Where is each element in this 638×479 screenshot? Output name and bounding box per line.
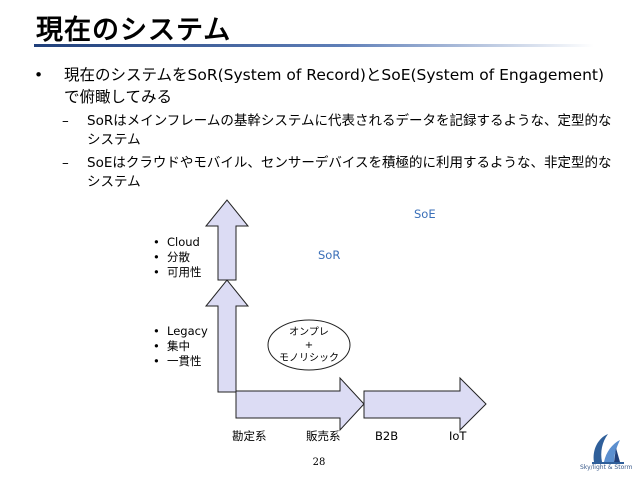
list-item: •Cloud	[153, 235, 200, 249]
bullet-list: • 現在のシステムをSoR(System of Record)とSoE(Syst…	[34, 64, 614, 192]
onpremise-label: オンプレ + モノリシック	[279, 326, 339, 364]
x-label-iot: IoT	[449, 429, 467, 443]
company-logo-icon	[592, 434, 624, 464]
bullet-item: • 現在のシステムをSoR(System of Record)とSoE(Syst…	[34, 64, 614, 108]
horizontal-arrow-first	[235, 376, 365, 432]
onpremise-ellipse	[267, 319, 351, 371]
soe-label: SoE	[414, 207, 436, 221]
lower-vertical-arrow	[204, 279, 250, 393]
logo-text: Sky/light & Storm	[580, 464, 633, 471]
title-underline	[34, 44, 594, 47]
x-label-kanjoukei: 勘定系	[232, 429, 267, 443]
sub-bullet-text: SoRはメインフレームの基幹システムに代表されるデータを記録するような、定型的な…	[87, 113, 612, 148]
upper-attribute-list: •Cloud •分散 •可用性	[153, 235, 202, 280]
list-item: •一貫性	[153, 354, 202, 368]
sor-label: SoR	[318, 248, 341, 262]
bullet-marker: •	[34, 66, 44, 84]
list-item: •可用性	[153, 265, 202, 279]
x-label-b2b: B2B	[375, 429, 399, 443]
list-item: •分散	[153, 250, 190, 264]
sub-bullet-item: – SoEはクラウドやモバイル、センサーデバイスを積極的に利用するような、非定型…	[34, 154, 614, 192]
sub-bullet-text: SoEはクラウドやモバイル、センサーデバイスを積極的に利用するような、非定型的な…	[87, 155, 612, 190]
upper-vertical-arrow	[204, 199, 250, 281]
sub-bullet-item: – SoRはメインフレームの基幹システムに代表されるデータを記録するような、定型…	[34, 112, 614, 150]
sub-bullet-marker: –	[62, 155, 69, 171]
x-label-hanbaikei: 販売系	[306, 429, 341, 443]
list-item: •Legacy	[153, 324, 208, 338]
horizontal-arrow-second	[363, 376, 487, 432]
sub-bullet-marker: –	[62, 113, 69, 129]
list-item: •集中	[153, 339, 190, 353]
slide-title: 現在のシステム	[36, 15, 232, 46]
bullet-text: 現在のシステムをSoR(System of Record)とSoE(System…	[64, 66, 605, 106]
lower-attribute-list: •Legacy •集中 •一貫性	[153, 324, 208, 369]
page-number: 28	[312, 457, 326, 468]
